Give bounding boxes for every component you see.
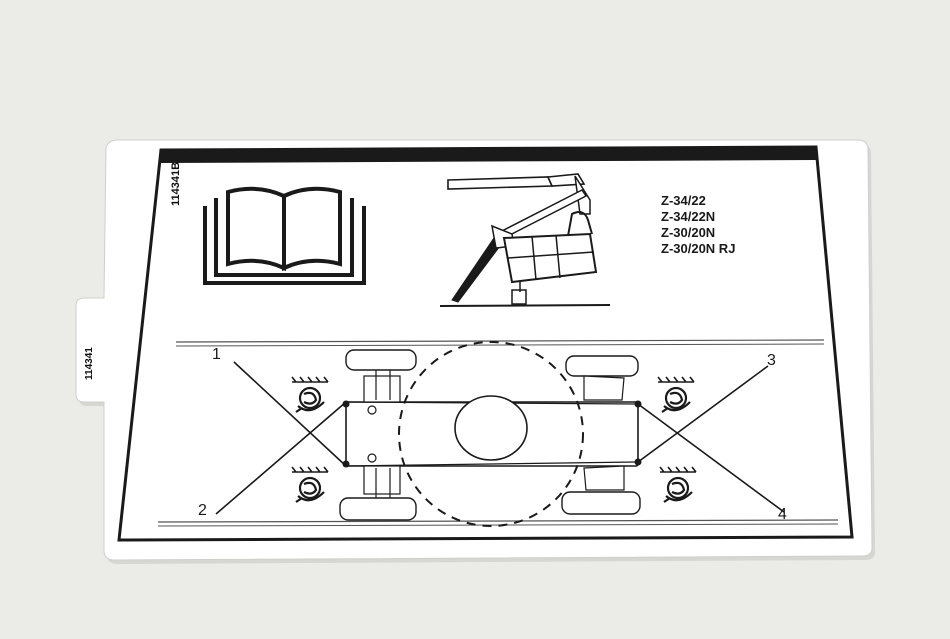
top-band [160,147,818,163]
tie-point-label-3: 3 [767,352,776,369]
model-item: Z-30/20N RJ [661,241,736,256]
boom-lift-side-view-icon [439,173,611,307]
divider-top-2 [175,343,825,347]
tie-down-symbol-icon [291,376,697,503]
sticker-body [75,139,873,561]
model-item: Z-34/22 [661,193,706,208]
tie-point-label-1: 1 [212,346,221,363]
model-list: Z-34/22 Z-34/22N Z-30/20N Z-30/20N RJ [661,193,735,257]
model-item: Z-34/22N [661,209,716,224]
model-item: Z-30/20N [661,225,716,240]
tie-down-diagram [215,341,785,527]
divider-bottom-2 [157,523,839,527]
part-code-main: 114341B [170,161,182,206]
divider-bottom-1 [157,519,839,523]
open-book-icon [203,186,366,285]
part-code-tab: 114341 [84,347,95,380]
tie-point-label-4: 4 [778,506,787,523]
divider-top-1 [175,339,825,343]
tie-point-label-2: 2 [198,502,207,519]
